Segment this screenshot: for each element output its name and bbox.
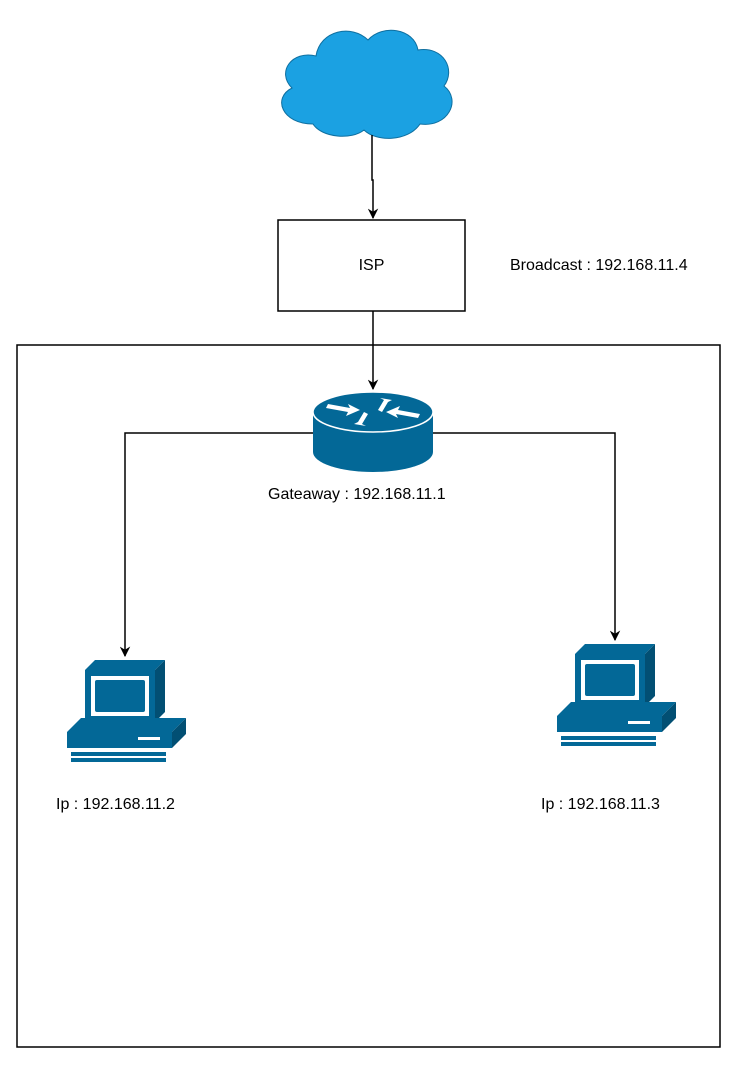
workstation-left-icon bbox=[67, 660, 186, 762]
cloud-icon bbox=[281, 29, 453, 139]
broadcast-label: Broadcast : 192.168.11.4 bbox=[510, 257, 688, 274]
pc-left-ip-label: Ip : 192.168.11.2 bbox=[56, 796, 175, 813]
workstation-right-icon bbox=[557, 644, 676, 746]
cloud-to-isp-connector bbox=[367, 135, 379, 220]
lan-boundary bbox=[16, 344, 721, 1048]
pc-right-ip-label: Ip : 192.168.11.3 bbox=[541, 796, 660, 813]
router-to-pc-left-connector bbox=[119, 432, 313, 658]
gateway-label: Gateaway : 192.168.11.1 bbox=[268, 486, 446, 503]
router-icon bbox=[312, 391, 434, 472]
isp-box bbox=[277, 219, 466, 312]
isp-label: ISP bbox=[358, 257, 385, 274]
router-to-pc-right-connector bbox=[433, 432, 621, 642]
